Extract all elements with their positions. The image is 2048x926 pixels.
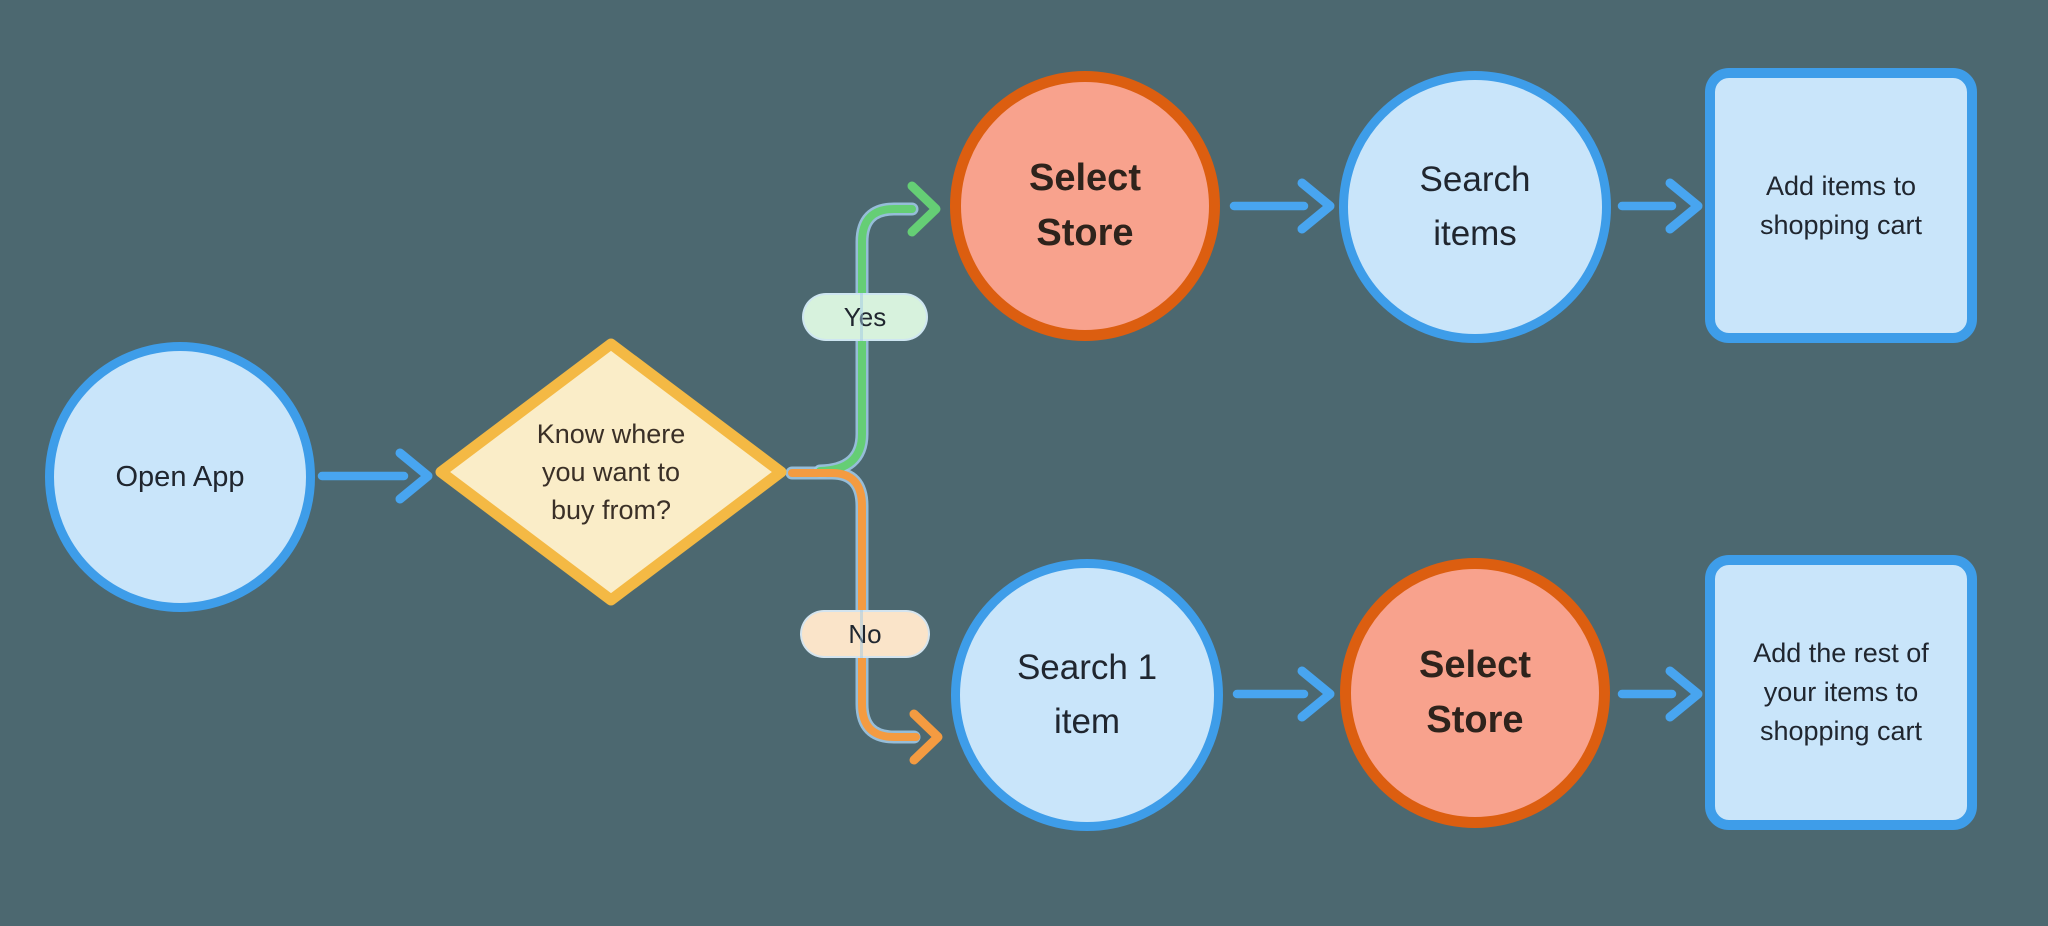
arrowhead-bottom-mid-icon (1297, 666, 1335, 722)
decision-node: Know where you want to buy from? (435, 338, 787, 606)
start-node-label: Open App (115, 460, 245, 493)
arrow-decision-to-search-one-item (788, 469, 920, 741)
add-rest-items-to-cart-node: Add the rest of your items to shopping c… (1705, 555, 1977, 830)
search-one-item-node: Search 1 item (951, 559, 1223, 831)
arrowhead-yes-icon (907, 181, 941, 237)
arrowhead-start-icon (395, 448, 433, 504)
no-pill-connector-stripe (860, 610, 863, 658)
decision-node-label: Know where you want to buy from? (536, 419, 686, 525)
arrowhead-no-icon (909, 709, 943, 765)
search-items-label: Search items (1419, 160, 1531, 253)
no-connector-underlay (785, 466, 921, 744)
add-rest-items-to-cart-label: Add the rest of your items to shopping c… (1753, 638, 1929, 746)
select-store-node-no-path: Select Store (1340, 558, 1610, 828)
select-store-node-yes-path: Select Store (950, 71, 1220, 341)
start-node-open-app: Open App (45, 342, 315, 612)
add-items-to-cart-node: Add items to shopping cart (1705, 68, 1977, 343)
select-store-no-label: Select Store (1419, 644, 1531, 741)
no-branch-label: No (848, 618, 882, 649)
arrowhead-top-mid-icon (1297, 178, 1335, 234)
arrowhead-bottom-right-icon (1665, 666, 1703, 722)
arrowhead-top-right-icon (1665, 178, 1703, 234)
yes-pill-connector-stripe (860, 293, 863, 341)
yes-branch-pill: Yes (802, 293, 928, 341)
search-items-node: Search items (1339, 71, 1611, 343)
add-items-to-cart-label: Add items to shopping cart (1759, 170, 1923, 240)
no-branch-pill: No (800, 610, 930, 658)
yes-branch-label: Yes (843, 301, 887, 332)
search-one-item-label: Search 1 item (1016, 648, 1158, 741)
decision-diamond-shape (435, 338, 787, 606)
select-store-yes-label: Select Store (1029, 157, 1141, 254)
